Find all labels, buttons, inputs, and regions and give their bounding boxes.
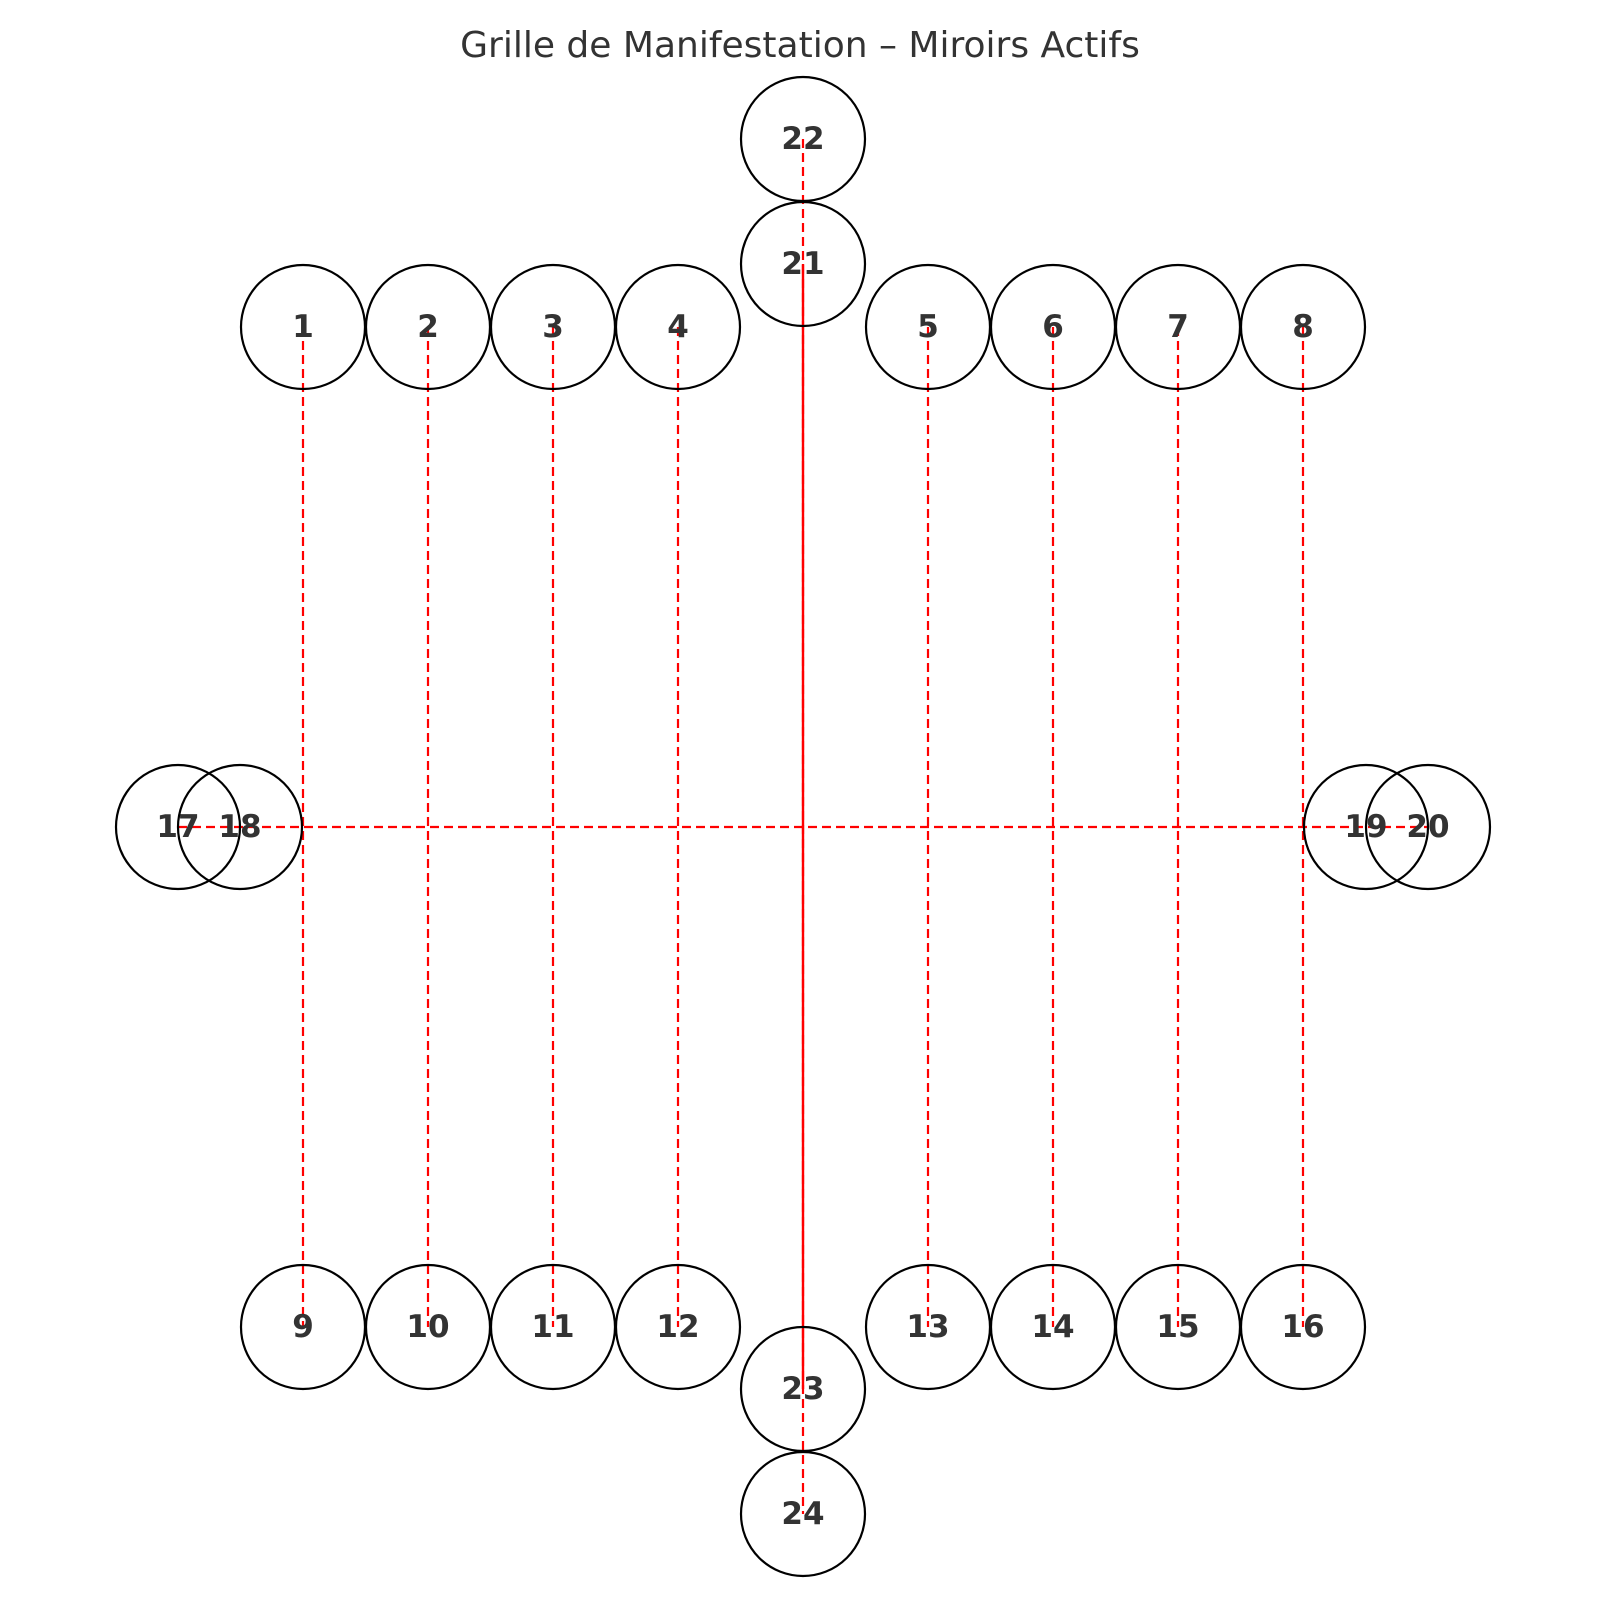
mirror-label: 14 (1031, 1309, 1074, 1345)
mirror-circle (1239, 1263, 1367, 1391)
mirror-label: 20 (1406, 809, 1449, 845)
mirror-circle (739, 75, 867, 203)
diagram-title: Grille de Manifestation – Miroirs Actifs (460, 25, 1140, 66)
mirror-22: 22 (739, 75, 867, 203)
mirror-10: 10 (364, 1263, 492, 1391)
mirror-circle (1239, 263, 1367, 391)
mirror-label: 13 (906, 1309, 949, 1345)
mirror-circle (176, 763, 304, 891)
links-layer (178, 139, 1428, 1514)
mirror-label: 18 (218, 809, 261, 845)
mirror-label: 8 (1292, 309, 1314, 345)
mirror-label: 24 (781, 1496, 824, 1532)
mirror-16: 16 (1239, 1263, 1367, 1391)
mirror-4: 4 (614, 263, 742, 391)
mirror-label: 21 (781, 246, 824, 282)
mirror-label: 4 (667, 309, 689, 345)
mirror-23: 23 (739, 1325, 867, 1453)
mirror-circle (739, 1450, 867, 1578)
mirror-label: 5 (917, 309, 939, 345)
mirror-label: 2 (417, 309, 439, 345)
mirror-label: 7 (1167, 309, 1189, 345)
mirror-label: 16 (1281, 1309, 1324, 1345)
mirror-label: 11 (531, 1309, 574, 1345)
mirror-12: 12 (614, 1263, 742, 1391)
mirror-label: 6 (1042, 309, 1064, 345)
mirror-label: 3 (542, 309, 564, 345)
mirror-circle (614, 263, 742, 391)
mirror-18: 18 (176, 763, 304, 891)
mirror-20: 20 (1364, 763, 1492, 891)
mirror-label: 22 (781, 121, 824, 157)
mirror-24: 24 (739, 1450, 867, 1578)
mirror-13: 13 (864, 1263, 992, 1391)
mirror-circle (614, 1263, 742, 1391)
mirror-circle (114, 763, 242, 891)
mirror-label: 1 (292, 309, 314, 345)
mirror-label: 9 (292, 1309, 314, 1345)
mirror-14: 14 (989, 1263, 1117, 1391)
mirror-label: 15 (1156, 1309, 1199, 1345)
mirror-label: 12 (656, 1309, 699, 1345)
mirror-label: 23 (781, 1371, 824, 1407)
mirror-circle (1302, 763, 1430, 891)
mirror-circle (1364, 763, 1492, 891)
mirror-label: 10 (406, 1309, 449, 1345)
mirror-8: 8 (1239, 263, 1367, 391)
